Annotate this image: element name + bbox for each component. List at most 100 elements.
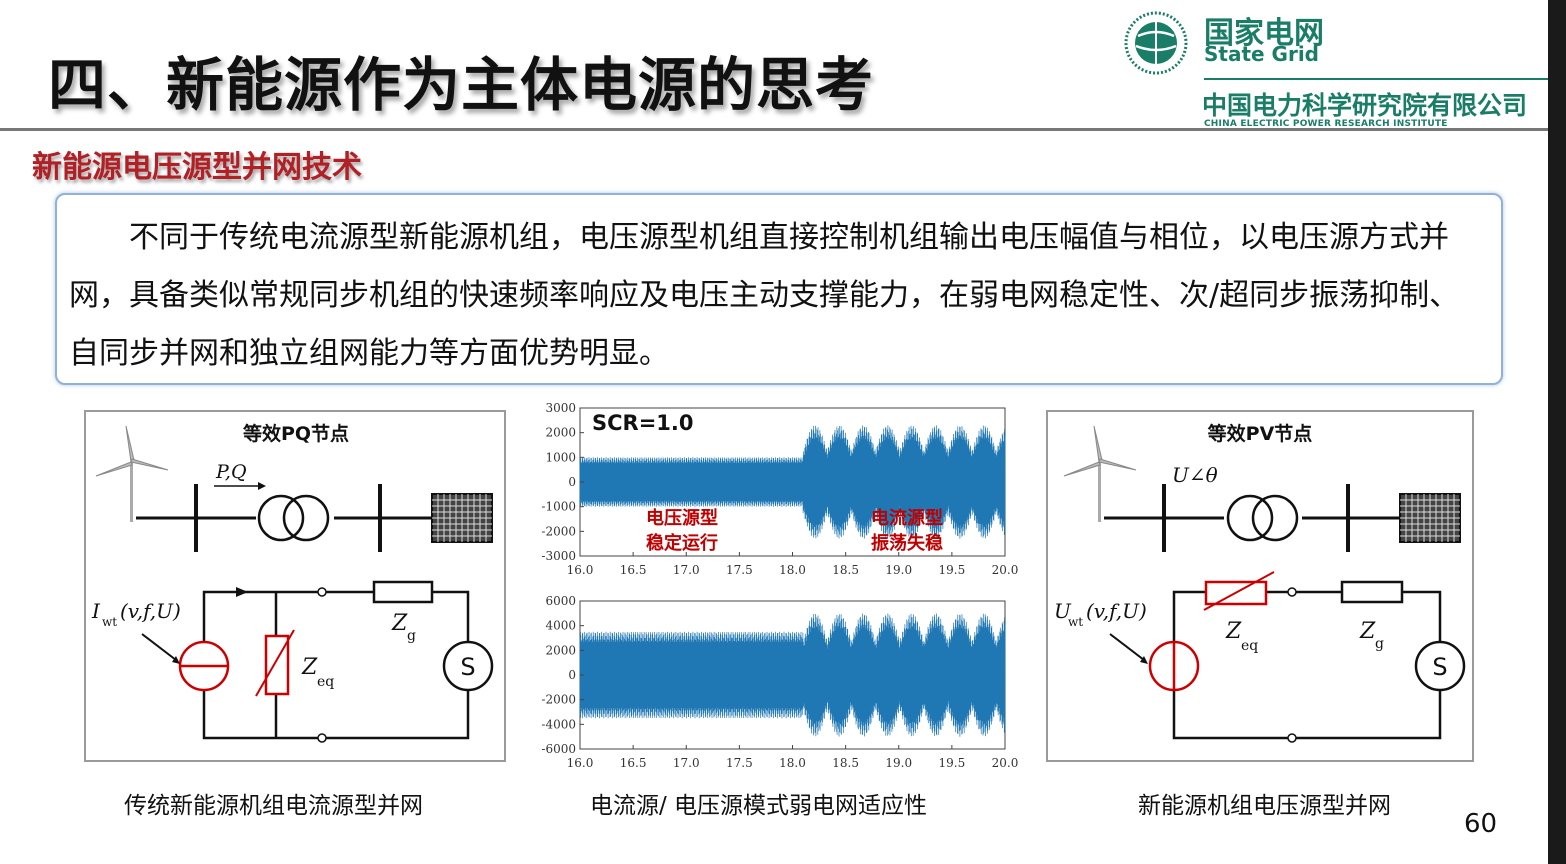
zg-label: Z <box>391 611 408 636</box>
logo-cn: 国家电网 <box>1204 16 1324 51</box>
uwt-subscript: wt <box>1068 615 1083 629</box>
wind-turbine-icon <box>1063 425 1137 522</box>
x-tick-label: 19.0 <box>885 756 912 770</box>
uwt-args: (v,f,U) <box>1086 599 1147 623</box>
node-top <box>317 587 327 597</box>
x-tick-label: 18.5 <box>832 563 859 577</box>
x-tick-label: 19.5 <box>939 756 966 770</box>
right-caption: 新能源机组电压源型并网 <box>1138 793 1391 819</box>
x-tick-label: 20.0 <box>992 756 1019 770</box>
sync-source-icon <box>1414 640 1466 692</box>
org-name-en: CHINA ELECTRIC POWER RESEARCH INSTITUTE <box>1204 119 1448 129</box>
right-circuit-panel: 等效PV节点 U∠θ Z eq <box>1046 410 1474 762</box>
grid-icon <box>1399 493 1461 543</box>
zg-resistor <box>1340 580 1404 604</box>
y-tick-label: -3000 <box>541 549 576 563</box>
pq-node-title: 等效PQ节点 <box>242 422 349 445</box>
pointer-arrow-icon <box>1140 656 1148 664</box>
variable-resistor-arrow <box>1203 571 1275 611</box>
zg-resistor <box>372 580 434 604</box>
y-tick-label: -2000 <box>541 524 576 538</box>
zeq-subscript: eq <box>317 674 334 690</box>
node-bottom <box>317 733 327 743</box>
waveform-series-1 <box>579 425 1006 539</box>
pointer-line <box>141 633 177 661</box>
y-tick-label: -6000 <box>541 742 576 756</box>
x-tick-label: 16.5 <box>620 563 647 577</box>
x-tick-label: 17.0 <box>673 563 700 577</box>
scr-annotation: SCR=1.0 <box>592 411 694 435</box>
node-top <box>1287 587 1297 597</box>
zg-label: Z <box>1359 619 1376 644</box>
current-source-circuit-diagram: 等效PQ节点 P,Q <box>91 422 494 743</box>
x-tick-label: 20.0 <box>992 563 1019 577</box>
circuit-loop <box>1172 590 1442 740</box>
description-text: 不同于传统电流源型新能源机组，电压源型机组直接控制机组输出电压幅值与相位，以电压… <box>69 220 1460 371</box>
zeq-label: Z <box>1225 619 1242 644</box>
y-tick-label: 2000 <box>545 643 576 657</box>
left-circuit-panel: 等效PQ节点 P,Q <box>84 410 506 762</box>
iwt-subscript: wt <box>102 615 117 629</box>
pointer-arrow-icon <box>172 656 180 664</box>
x-tick-label: 16.0 <box>567 563 594 577</box>
y-tick-label: -4000 <box>541 717 576 731</box>
window-edge <box>1548 0 1566 864</box>
transformer-icon <box>1224 494 1302 542</box>
y-tick-label: 6000 <box>545 594 576 608</box>
zg-subscript: g <box>1375 636 1384 652</box>
section-heading: 新能源电压源型并网技术 <box>32 150 362 185</box>
y-tick-label: -1000 <box>541 500 576 514</box>
x-tick-label: 19.0 <box>885 563 912 577</box>
x-tick-label: 18.0 <box>779 756 806 770</box>
pv-node-title: 等效PV节点 <box>1207 422 1313 445</box>
node-bottom <box>1287 733 1297 743</box>
logo-en: State Grid <box>1204 42 1319 66</box>
y-tick-label: 0 <box>568 475 576 489</box>
plot-label-4: 振荡失稳 <box>871 532 943 554</box>
x-tick-label: 19.5 <box>939 563 966 577</box>
plot-label-3: 电流源型 <box>871 507 943 529</box>
x-tick-label: 17.5 <box>726 756 753 770</box>
sync-source-label: S <box>460 653 475 681</box>
wind-turbine-icon <box>95 425 169 522</box>
x-tick-label: 16.0 <box>567 756 594 770</box>
x-tick-label: 18.5 <box>832 756 859 770</box>
x-tick-label: 17.0 <box>673 756 700 770</box>
sync-source-icon <box>442 640 494 692</box>
zeq-subscript: eq <box>1241 638 1258 654</box>
left-caption: 传统新能源机组电流源型并网 <box>124 793 423 819</box>
voltage-source-circuit-diagram: 等效PV节点 U∠θ Z eq <box>1054 422 1466 743</box>
x-tick-label: 16.5 <box>620 756 647 770</box>
zg-subscript: g <box>407 628 416 644</box>
variable-resistor-arrow <box>255 629 295 697</box>
transformer-icon <box>256 494 334 542</box>
state-grid-globe-icon <box>1124 11 1188 75</box>
plot-label-2: 稳定运行 <box>646 532 718 554</box>
y-tick-label: 3000 <box>545 401 576 415</box>
current-arrow-icon <box>236 587 248 597</box>
iwt-label: I <box>91 599 101 623</box>
y-tick-label: 4000 <box>545 619 576 633</box>
arrow-head-icon <box>258 482 266 490</box>
plot-label-1: 电压源型 <box>646 507 718 529</box>
x-tick-label: 18.0 <box>779 563 806 577</box>
uwt-label: U <box>1054 599 1072 623</box>
iwt-args: (v,f,U) <box>120 599 181 623</box>
u-angle-label: U∠θ <box>1172 463 1218 487</box>
x-tick-label: 17.5 <box>726 563 753 577</box>
page-number: 60 <box>1464 809 1498 839</box>
y-tick-label: 2000 <box>545 426 576 440</box>
circuit-loop <box>202 590 470 740</box>
y-tick-label: 0 <box>568 668 576 682</box>
pointer-line <box>1109 633 1145 661</box>
grid-icon <box>431 493 493 543</box>
description-box: 不同于传统电流源型新能源机组，电压源型机组直接控制机组输出电压幅值与相位，以电压… <box>55 193 1503 385</box>
pq-label: P,Q <box>215 461 247 483</box>
middle-caption: 电流源/ 电压源模式弱电网适应性 <box>590 793 928 819</box>
voltage-current-plots: 16.0 16.5 17.0 17.5 18.0 18.5 19.0 19.5 20.0 3000… <box>541 401 1019 770</box>
title-underline <box>0 128 1548 131</box>
slide-title: 四、新能源作为主体电源的思考 <box>48 51 875 119</box>
logo-divider <box>1204 78 1548 80</box>
zeq-label: Z <box>301 655 318 680</box>
